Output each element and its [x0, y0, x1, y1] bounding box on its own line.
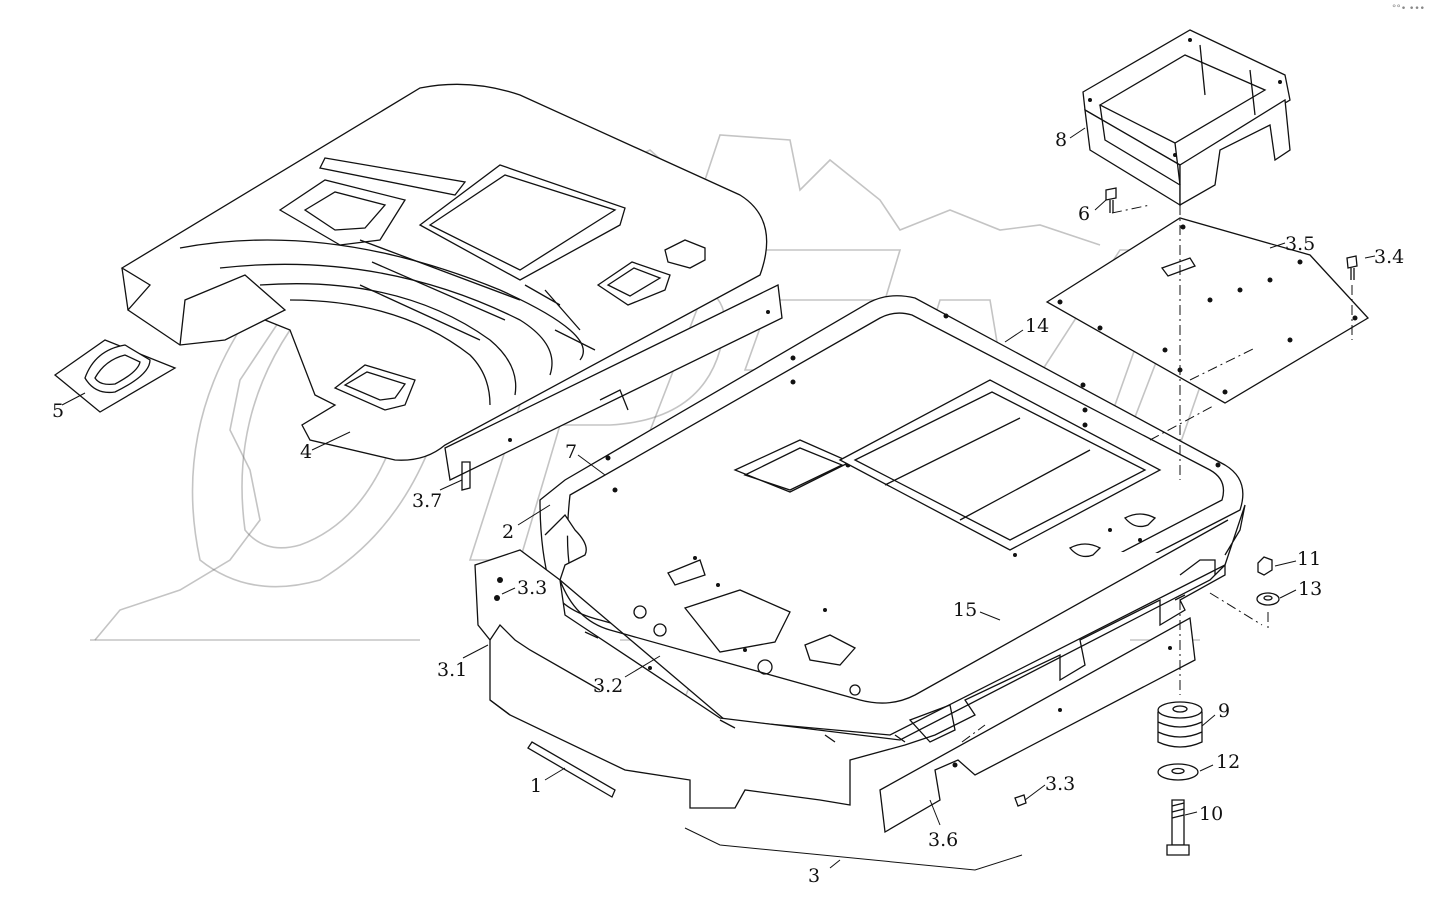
- part-3-6-side-panel: [879, 616, 1196, 834]
- part-1-strip: [527, 741, 616, 798]
- corner-mark-icon: °°• •••: [1391, 4, 1425, 14]
- part-6-bolt: [1105, 187, 1151, 214]
- leader-lines: [61, 127, 1376, 871]
- callout-3-6: 3.6: [928, 829, 958, 851]
- part-12-washer: [1157, 763, 1199, 781]
- part-11-nut: [1257, 556, 1273, 576]
- callout-3-4: 3.4: [1374, 246, 1404, 268]
- callout-3-5: 3.5: [1285, 233, 1315, 255]
- part-5-pad: [53, 339, 177, 413]
- part-3-4-bolt: [1346, 255, 1358, 340]
- part-2-floor-panel: [544, 379, 1246, 736]
- callout-4: 4: [300, 441, 312, 463]
- callout-2: 2: [502, 521, 514, 543]
- part-3-5-plate: [1045, 217, 1370, 404]
- callout-3-3-upper: 3.3: [517, 577, 547, 599]
- callout-15: 15: [953, 599, 977, 621]
- callout-3-2: 3.2: [593, 675, 623, 697]
- callout-1: 1: [530, 775, 542, 797]
- callout-8: 8: [1055, 129, 1067, 151]
- callout-13: 13: [1298, 578, 1322, 600]
- part-8-bracket: [1082, 29, 1291, 207]
- callout-6: 6: [1078, 203, 1090, 225]
- callout-3: 3: [808, 865, 820, 887]
- callout-9: 9: [1218, 700, 1230, 722]
- part-3-1-front-panel: [474, 549, 1226, 809]
- callout-3-3-lower: 3.3: [1045, 773, 1075, 795]
- part-9-rubber-mount: [1157, 600, 1203, 748]
- part-3-7-strip: [444, 284, 783, 491]
- callout-11: 11: [1297, 548, 1321, 570]
- callout-labels: 1 2 3 3.1 3.2 3.3 3.3 3.4 3.5 3.6 3.7 4 …: [52, 129, 1404, 887]
- callout-7: 7: [565, 441, 577, 463]
- callout-3-1: 3.1: [437, 659, 467, 681]
- part-10-bolt: [1166, 799, 1190, 856]
- callout-10: 10: [1199, 803, 1223, 825]
- callout-14: 14: [1025, 315, 1049, 337]
- callout-5: 5: [52, 400, 64, 422]
- callout-3-7: 3.7: [412, 490, 442, 512]
- assembly-center-lines: [961, 185, 1256, 743]
- part-3-3-bolt-lower: [1014, 794, 1027, 807]
- callout-12: 12: [1216, 751, 1240, 773]
- part-13-washer: [1209, 592, 1280, 628]
- part-4-floor-mat: [120, 83, 768, 461]
